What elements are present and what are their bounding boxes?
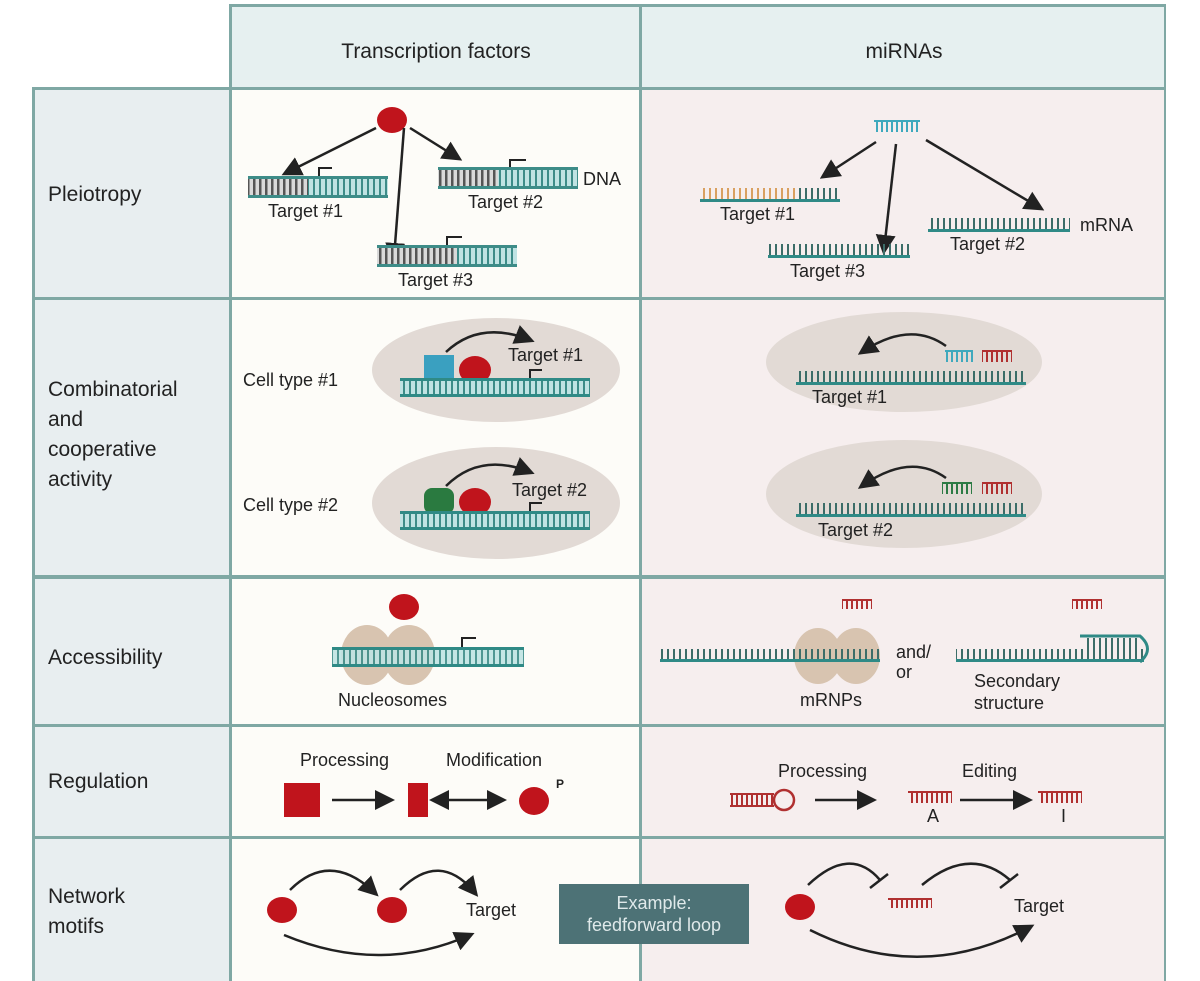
column-header-tf: Transcription factors [341,40,531,63]
cell-2-icon [766,440,1042,548]
combinatorial-tf-illustration [372,318,620,559]
precursor-protein-icon [284,783,320,817]
row-label-pleiotropy: Pleiotropy [48,183,142,206]
transcription-factor-icon [785,894,815,920]
row-label-accessibility: Accessibility [48,646,163,669]
mirna-cyan-icon [945,352,973,362]
pre-mirna-icon [730,795,774,805]
mirna-network-target-label: Target [1014,896,1065,916]
tf-cell2-target-label: Target #2 [512,480,588,500]
grid-line [230,4,1166,7]
grid-line [639,4,642,981]
mirna-red-icon [888,900,932,908]
mrnps-label: mRNPs [800,690,862,710]
mirna-processing-label: Processing [778,761,868,781]
row-label-regulation: Regulation [48,770,149,793]
tf-target-2-label: Target #2 [468,192,544,212]
mrna-target-2-icon [928,218,1070,232]
mirna-editing-label: Editing [962,761,1018,781]
tf-modification-label: Modification [446,750,543,770]
transcription-factor-icon [459,356,491,384]
mature-mirna-icon [908,793,952,803]
cell-type-1-label: Cell type #1 [243,370,339,390]
tf-network-target-label: Target [466,900,517,920]
grid-line [1164,4,1166,981]
grid-line [32,297,1166,300]
pleiotropy-tf-illustration [248,107,578,267]
and-or-label: and/ or [896,642,932,682]
accessibility-tf-illustration [332,594,524,685]
accessibility-mirna-illustration [660,599,1149,684]
modified-protein-icon [519,787,549,815]
pleiotropy-mirna-illustration [700,120,1070,258]
network-tf-illustration [267,869,479,957]
grid-line [229,4,232,981]
phospho-label: P [556,777,565,791]
header-mirna-cell [642,6,1166,88]
mirna-red-icon [842,601,872,609]
transcription-factor-icon [377,897,407,923]
tf-cell1-target-label: Target #1 [508,345,584,365]
secondary-structure-label: Secondary structure [974,671,1061,713]
regulation-tf-illustration [284,783,549,817]
nucleosomes-label: Nucleosomes [338,690,448,710]
row-label-combinatorial: Combinatorial and cooperative activity [48,378,178,491]
grid-line [32,836,1166,839]
mirna-cell1-target-label: Target #1 [812,387,888,407]
mrna-target-3-icon [768,244,910,258]
row-label-network: Network motifs [48,885,126,938]
mirna-target-3-label: Target #3 [790,261,866,281]
mirna-target-1-label: Target #1 [720,204,796,224]
column-header-mirna: miRNAs [865,40,943,63]
dna-target-3-icon [377,236,517,267]
mrna-label: mRNA [1080,215,1133,235]
mirna-red-icon [982,352,1012,362]
combinatorial-mirna-illustration [766,312,1042,548]
mirna-green-icon [942,484,972,494]
mirna-red-icon [982,484,1012,494]
mrna-target-1-icon [700,188,840,202]
hairpin-icon [1080,634,1149,664]
regulation-mirna-illustration [730,788,1082,812]
grid-line [32,724,1166,727]
cell-2-icon [372,447,620,559]
grid-line [32,87,35,981]
cell-1-icon [766,312,1042,412]
tf-target-1-label: Target #1 [268,201,344,221]
label-column [34,90,230,981]
cell-type-2-label: Cell type #2 [243,495,339,515]
processed-protein-icon [408,783,428,817]
grid-line [32,87,1166,90]
transcription-factor-icon [267,897,297,923]
mirna-target-2-label: Target #2 [950,234,1026,254]
edited-mirna-icon [1038,793,1082,803]
cofactor-blue-icon [424,355,454,379]
base-i-label: I [1061,806,1067,826]
dna-label: DNA [583,169,622,189]
transcription-factor-icon [459,488,491,516]
tf-target-3-label: Target #3 [398,270,474,290]
mirna-red-icon [1072,601,1102,609]
dna-target-2-icon [438,159,578,189]
network-mirna-illustration [785,862,1035,958]
transcription-factor-icon [389,594,419,620]
dna-target-1-icon [248,167,388,198]
grid-line [32,575,1166,579]
cofactor-green-icon [424,488,454,514]
mirna-cell2-target-label: Target #2 [818,520,894,540]
tf-processing-label: Processing [300,750,390,770]
example-feedforward-loop-badge: Example: feedforward loop [559,884,749,944]
mirna-icon [874,122,920,132]
base-a-label: A [927,806,940,826]
transcription-factor-icon [377,107,407,133]
header-tf-cell [232,6,640,88]
